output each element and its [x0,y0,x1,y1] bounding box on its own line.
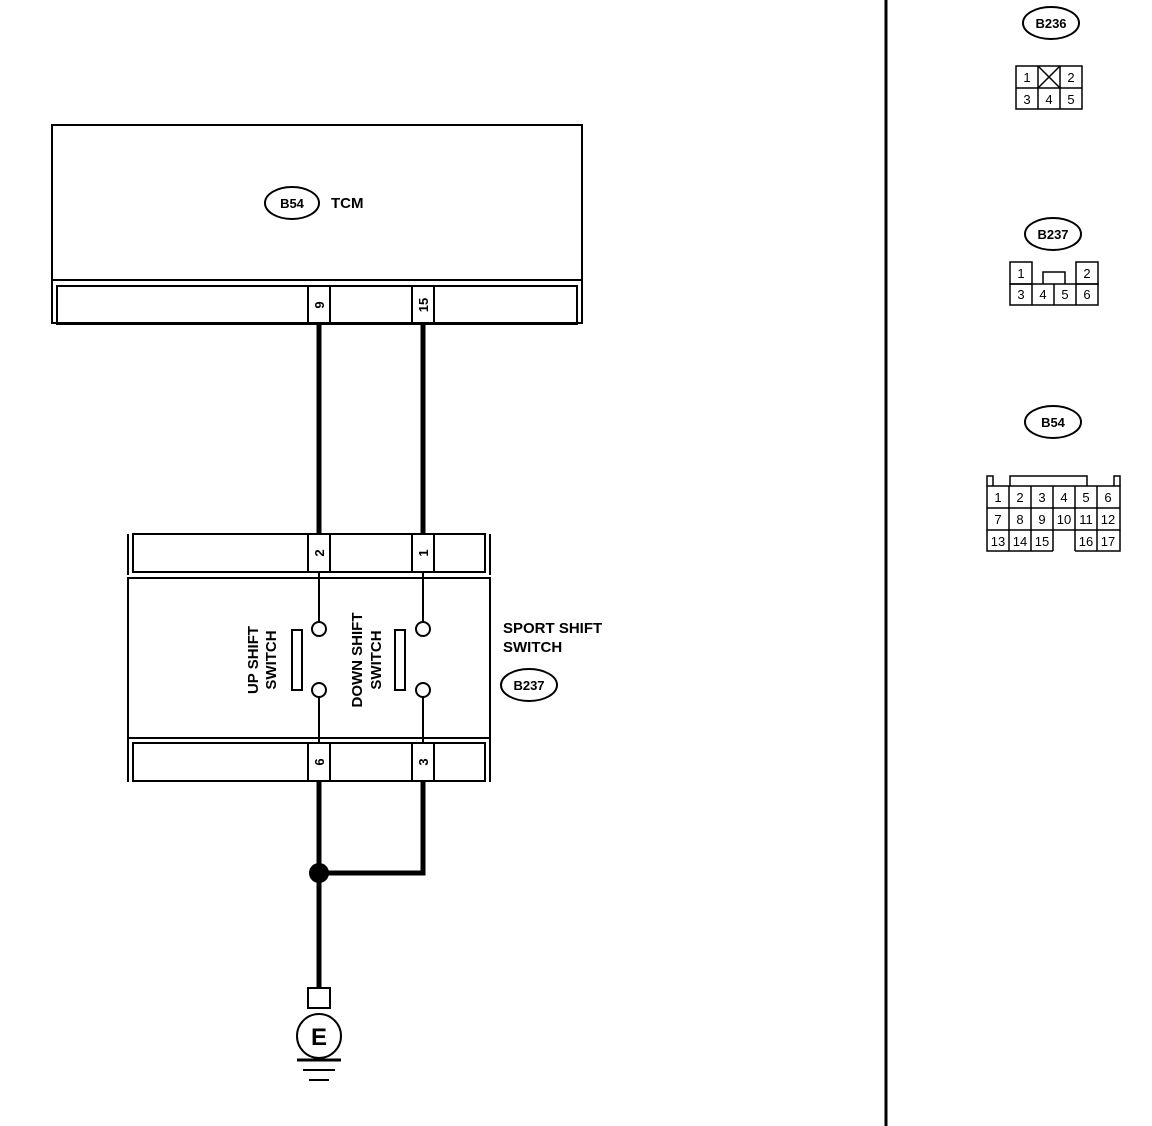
b236-pin: 5 [1067,92,1074,107]
sw-name-line2: SWITCH [503,639,562,656]
b54-pin: 3 [1038,490,1045,505]
connector-b237: B237 1 2 3 4 5 6 [1009,217,1099,306]
sport-shift-switch: 2 1 6 3 UP SHIFT SWITCH DOWN SHIFT SWITC… [127,533,602,782]
wire-sw3-to-junction [319,781,426,876]
sw-pin-1: 1 [416,549,431,556]
up-switch-contact-bottom [311,682,327,698]
b237-pin: 5 [1061,287,1068,302]
b54-pin: 6 [1104,490,1111,505]
b54-guide-left [986,475,994,486]
b237-pin: 1 [1017,266,1024,281]
b54-pin: 8 [1016,512,1023,527]
up-switch-label-1: UP SHIFT [245,626,262,694]
b236-pin: 4 [1045,92,1052,107]
connector-b236: B236 1 2 3 4 5 [1015,6,1083,110]
wire-junction-dot [309,863,329,883]
b54-lock-tab [1009,475,1088,486]
b236-pin: 3 [1023,92,1030,107]
sw-connector-label: B237 [513,678,544,693]
tcm-connector-label: B54 [280,196,305,211]
b236-name: B236 [1035,16,1066,31]
down-switch-actuator [394,629,406,691]
b237-pin: 4 [1039,287,1046,302]
tcm-unit: B54 TCM 9 15 [51,124,583,325]
b236-pin: 1 [1023,70,1030,85]
b54-pin: 10 [1057,512,1071,527]
b54-pin: 16 [1079,534,1093,549]
b54-pin: 13 [991,534,1005,549]
b236-unused-cross [1037,65,1061,89]
b54-pin: 12 [1101,512,1115,527]
up-switch-label-2: SWITCH [263,630,280,689]
tcm-connector-badge [264,186,320,220]
b54-pin: 9 [1038,512,1045,527]
up-switch-actuator [291,629,303,691]
b54-pin: 4 [1060,490,1067,505]
ground-label: E [311,1024,327,1051]
b54-row3-right [1075,530,1121,552]
b237-badge [1024,217,1082,251]
b54-guide-right [1113,475,1121,486]
b54-pin: 11 [1079,512,1093,527]
down-switch-label-1: DOWN SHIFT [349,613,366,708]
b54-pin: 14 [1013,534,1027,549]
b54-pin: 1 [994,490,1001,505]
b236-badge [1022,6,1080,40]
down-switch-contact-bottom [415,682,431,698]
b54-pin: 17 [1101,534,1115,549]
b54-pin: 7 [994,512,1001,527]
sw-pin-2: 2 [312,549,327,556]
ground-circle [296,1013,342,1059]
tcm-name: TCM [331,195,364,212]
b237-pin: 6 [1083,287,1090,302]
b54-row3-left [986,530,1053,552]
b237-name: B237 [1037,227,1068,242]
tcm-box [51,124,583,324]
sw-body [127,577,491,739]
b236-pin: 2 [1067,70,1074,85]
b237-pin: 3 [1017,287,1024,302]
b237-pin: 2 [1083,266,1090,281]
down-switch-contact-top [415,621,431,637]
sw-pin-3: 3 [416,758,431,765]
tcm-pin-15: 15 [416,298,431,312]
b237-lock-tab [1042,271,1066,284]
b54-badge [1024,405,1082,439]
sw-name-line1: SPORT SHIFT [503,620,602,637]
connector-b54: B54 1 2 3 4 5 6 7 8 9 10 11 12 13 14 15 … [986,405,1121,552]
b54-pin: 5 [1082,490,1089,505]
b54-name: B54 [1041,415,1066,430]
sw-pin-6: 6 [312,758,327,765]
b54-pin: 2 [1016,490,1023,505]
b54-pin: 15 [1035,534,1049,549]
up-switch-contact-top [311,621,327,637]
down-switch-label-2: SWITCH [368,630,385,689]
tcm-pin-9: 9 [312,301,327,308]
sw-connector-badge [500,668,558,702]
ground-symbol: E [296,987,342,1081]
ground-terminal [307,987,331,1009]
